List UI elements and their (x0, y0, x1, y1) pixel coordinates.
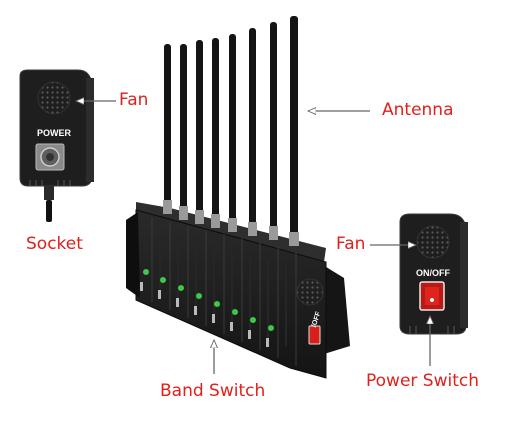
label-antenna: Antenna (382, 100, 454, 120)
right-side-panel: ON/OFF (399, 213, 468, 335)
antennas (163, 16, 299, 246)
on-off-panel-label: ON/OFF (416, 268, 450, 278)
front-off-label: /OFF (311, 310, 323, 328)
callout-arrows (76, 101, 430, 374)
label-socket: Socket (26, 234, 83, 254)
left-fan-grille (37, 81, 71, 115)
label-band-switch: Band Switch (160, 381, 266, 401)
left-vents (29, 180, 71, 186)
band-switches (140, 269, 274, 347)
band-modules (151, 218, 297, 366)
right-fan-grille (416, 225, 450, 259)
right-vents (409, 326, 455, 334)
jammer-body: /OFF (126, 202, 350, 379)
label-fan-left: Fan (119, 90, 149, 110)
left-side-panel: POWER (19, 69, 94, 222)
label-fan-right: Fan (336, 234, 366, 254)
label-power-switch: Power Switch (366, 371, 480, 391)
power-panel-label: POWER (37, 128, 72, 138)
